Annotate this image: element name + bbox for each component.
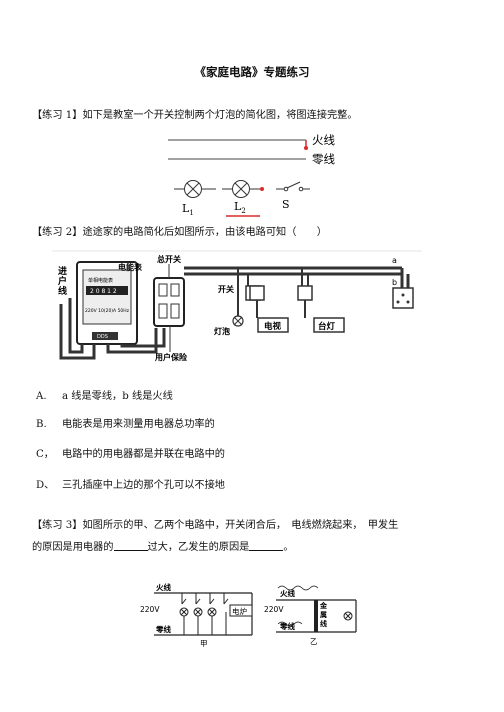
svg-text:线: 线 — [320, 619, 327, 628]
stove-label: 电炉 — [232, 606, 247, 616]
three-hole-socket-icon — [392, 287, 414, 309]
exercise-2-text: 【练习 2】途途家的电路简化后如图所示，由该电路可知（ ） — [32, 227, 327, 238]
svg-text:属: 属 — [320, 610, 327, 619]
zero-label: 零线 — [312, 152, 335, 166]
switch-icon — [283, 186, 289, 192]
svg-text:单相电能表: 单相电能表 — [88, 277, 113, 284]
tv-socket-icon — [249, 285, 265, 301]
answer-blank-1[interactable] — [113, 540, 148, 551]
label-l2: L2 — [234, 200, 246, 215]
desk-lamp-box — [313, 317, 345, 333]
svg-text:火线: 火线 — [280, 588, 295, 598]
desk-lamp-socket-icon — [297, 285, 313, 301]
option-b[interactable]: B.电能表是用来测量用电器总功率的 — [36, 419, 215, 430]
svg-text:进: 进 — [58, 265, 67, 277]
lamp-icon — [232, 315, 244, 327]
lamp-label: 灯泡 — [214, 326, 230, 336]
label-l1: L1 — [182, 202, 194, 217]
red-dot-l2 — [260, 187, 264, 191]
exercise-1-diagram: 火线 零线 L1 L2 S — [168, 133, 335, 217]
exercise-3-line1: 【练习 3】如图所示的甲、乙两个电路中，开关闭合后， 电线燃烧起来， 甲发生 — [32, 520, 399, 531]
label-b: b — [392, 278, 397, 287]
svg-text:户: 户 — [58, 275, 67, 287]
fire-label: 火线 — [312, 133, 335, 147]
exercise-3-line2: 的原因是用电器的过大，乙发生的原因是。 — [32, 540, 294, 553]
switch-label: 开关 — [218, 284, 234, 294]
page-title: 《家庭电路》专题练习 — [194, 65, 310, 79]
caption-jia: 甲 — [200, 639, 208, 648]
option-c[interactable]: C，电路中的用电器都是并联在电路中的 — [36, 449, 225, 460]
label-s: S — [282, 198, 290, 211]
svg-text:DDS: DDS — [97, 334, 108, 340]
label-a: a — [392, 256, 397, 265]
svg-text:220V 10(20)A 50Hz: 220V 10(20)A 50Hz — [85, 308, 130, 314]
option-a[interactable]: A.a 线是零线，b 线是火线 — [36, 391, 173, 402]
tv-box — [257, 317, 289, 333]
svg-text:零线: 零线 — [155, 624, 171, 634]
red-dot-fire — [304, 146, 308, 150]
bulb-l2-icon — [232, 180, 250, 198]
svg-text:线: 线 — [58, 285, 67, 297]
svg-text:2 0 8 1 2: 2 0 8 1 2 — [90, 288, 117, 295]
svg-text:220V: 220V — [140, 605, 160, 614]
meter-label: 电能表 — [118, 262, 143, 272]
exercise-3-diagram: 火线 220V 零线 电炉 甲 火线 220V 零线 金 属 线 乙 — [140, 582, 357, 648]
desk-lamp-label: 台灯 — [318, 321, 336, 332]
svg-text:金: 金 — [319, 601, 328, 610]
bulb-l1-icon — [184, 180, 202, 198]
answer-blank-2[interactable] — [249, 540, 284, 551]
option-d[interactable]: D、三孔插座中上边的那个孔可以不接地 — [36, 480, 225, 491]
exercise-2-diagram: 进 户 线 单相电能表 2 0 8 1 2 220V 10(20)A 50Hz … — [52, 250, 422, 362]
svg-text:220V: 220V — [264, 605, 284, 614]
svg-text:火线: 火线 — [156, 582, 171, 592]
stove-box — [229, 604, 253, 617]
exercise-1-text: 【练习 1】如下是教室一个开关控制两个灯泡的简化图，将图连接完整。 — [32, 110, 358, 121]
caption-yi: 乙 — [310, 637, 318, 646]
tv-label: 电视 — [264, 321, 282, 332]
svg-text:零线: 零线 — [279, 621, 295, 631]
fuse-label: 用户保险 — [154, 352, 188, 362]
main-switch-label: 总开关 — [157, 254, 181, 264]
